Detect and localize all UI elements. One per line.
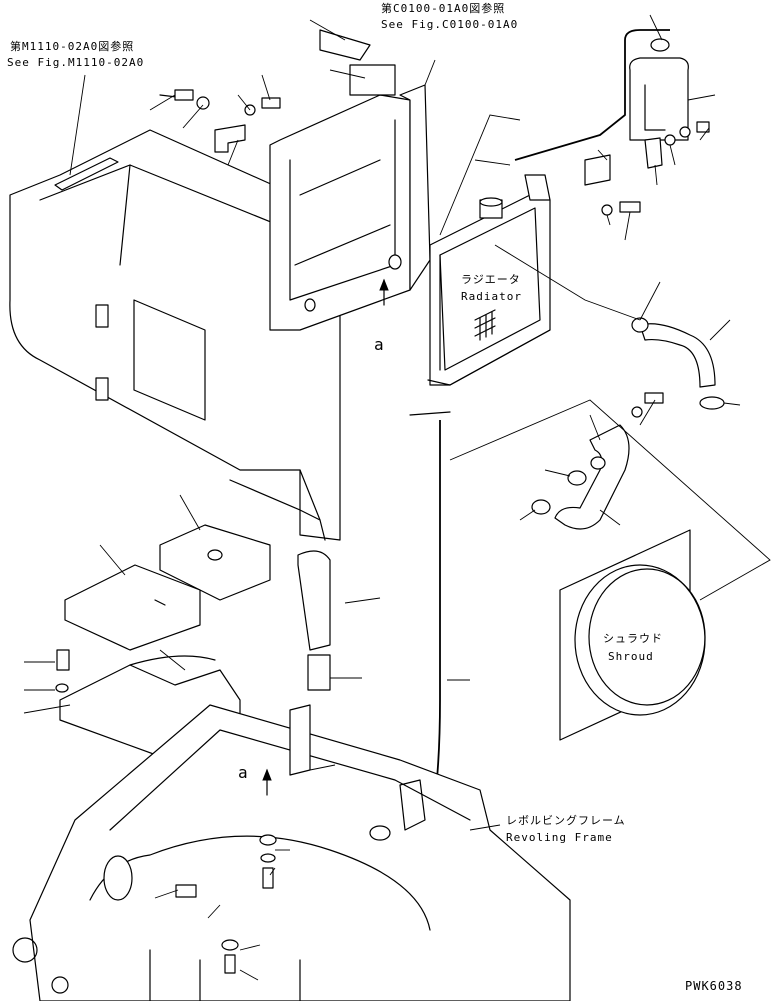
shroud-label-en: Shroud bbox=[608, 650, 654, 663]
cover-pad bbox=[297, 550, 331, 691]
floor-plate-middle bbox=[64, 564, 201, 651]
lower-hose bbox=[531, 392, 664, 530]
view-marker-upper: a bbox=[374, 335, 384, 354]
tank-bracket bbox=[584, 121, 710, 216]
view-marker-lower: a bbox=[238, 763, 248, 782]
reference-label-center-jp: 第C0100-01A0図参照 bbox=[381, 2, 506, 15]
floor-plate-upper bbox=[159, 524, 271, 601]
radiator-guard-frame bbox=[269, 29, 431, 331]
frame-fasteners bbox=[175, 834, 277, 974]
leader-lines bbox=[23, 14, 771, 981]
side-cover bbox=[9, 129, 341, 541]
side-cover-strip bbox=[54, 157, 119, 191]
overflow-hose bbox=[514, 29, 670, 161]
view-a-arrow-lower bbox=[262, 768, 272, 796]
frame-label-jp: レボルビングフレーム bbox=[506, 814, 626, 827]
view-a-arrow-upper bbox=[379, 278, 389, 306]
radiator-label-jp: ラジエータ bbox=[461, 273, 521, 286]
drawing-code: PWK6038 bbox=[685, 979, 743, 993]
radiator-core bbox=[427, 174, 551, 386]
radiator-label-en: Radiator bbox=[461, 290, 522, 303]
fan-shroud bbox=[559, 529, 706, 741]
reference-label-left-en: See Fig.M1110-02A0 bbox=[7, 56, 145, 69]
reserve-tank bbox=[629, 38, 689, 141]
frame-label-en: Revoling Frame bbox=[506, 831, 613, 844]
reference-label-center-en: See Fig.C0100-01A0 bbox=[381, 18, 519, 31]
revolving-frame bbox=[12, 704, 571, 1001]
shroud-label-jp: シュラウド bbox=[603, 632, 663, 645]
reference-label-left-jp: 第M1110-02A0図参照 bbox=[10, 40, 135, 53]
bolt-washer-set-left bbox=[159, 89, 281, 116]
radiator-core-mesh bbox=[474, 309, 496, 341]
mount-bracket bbox=[214, 124, 246, 153]
